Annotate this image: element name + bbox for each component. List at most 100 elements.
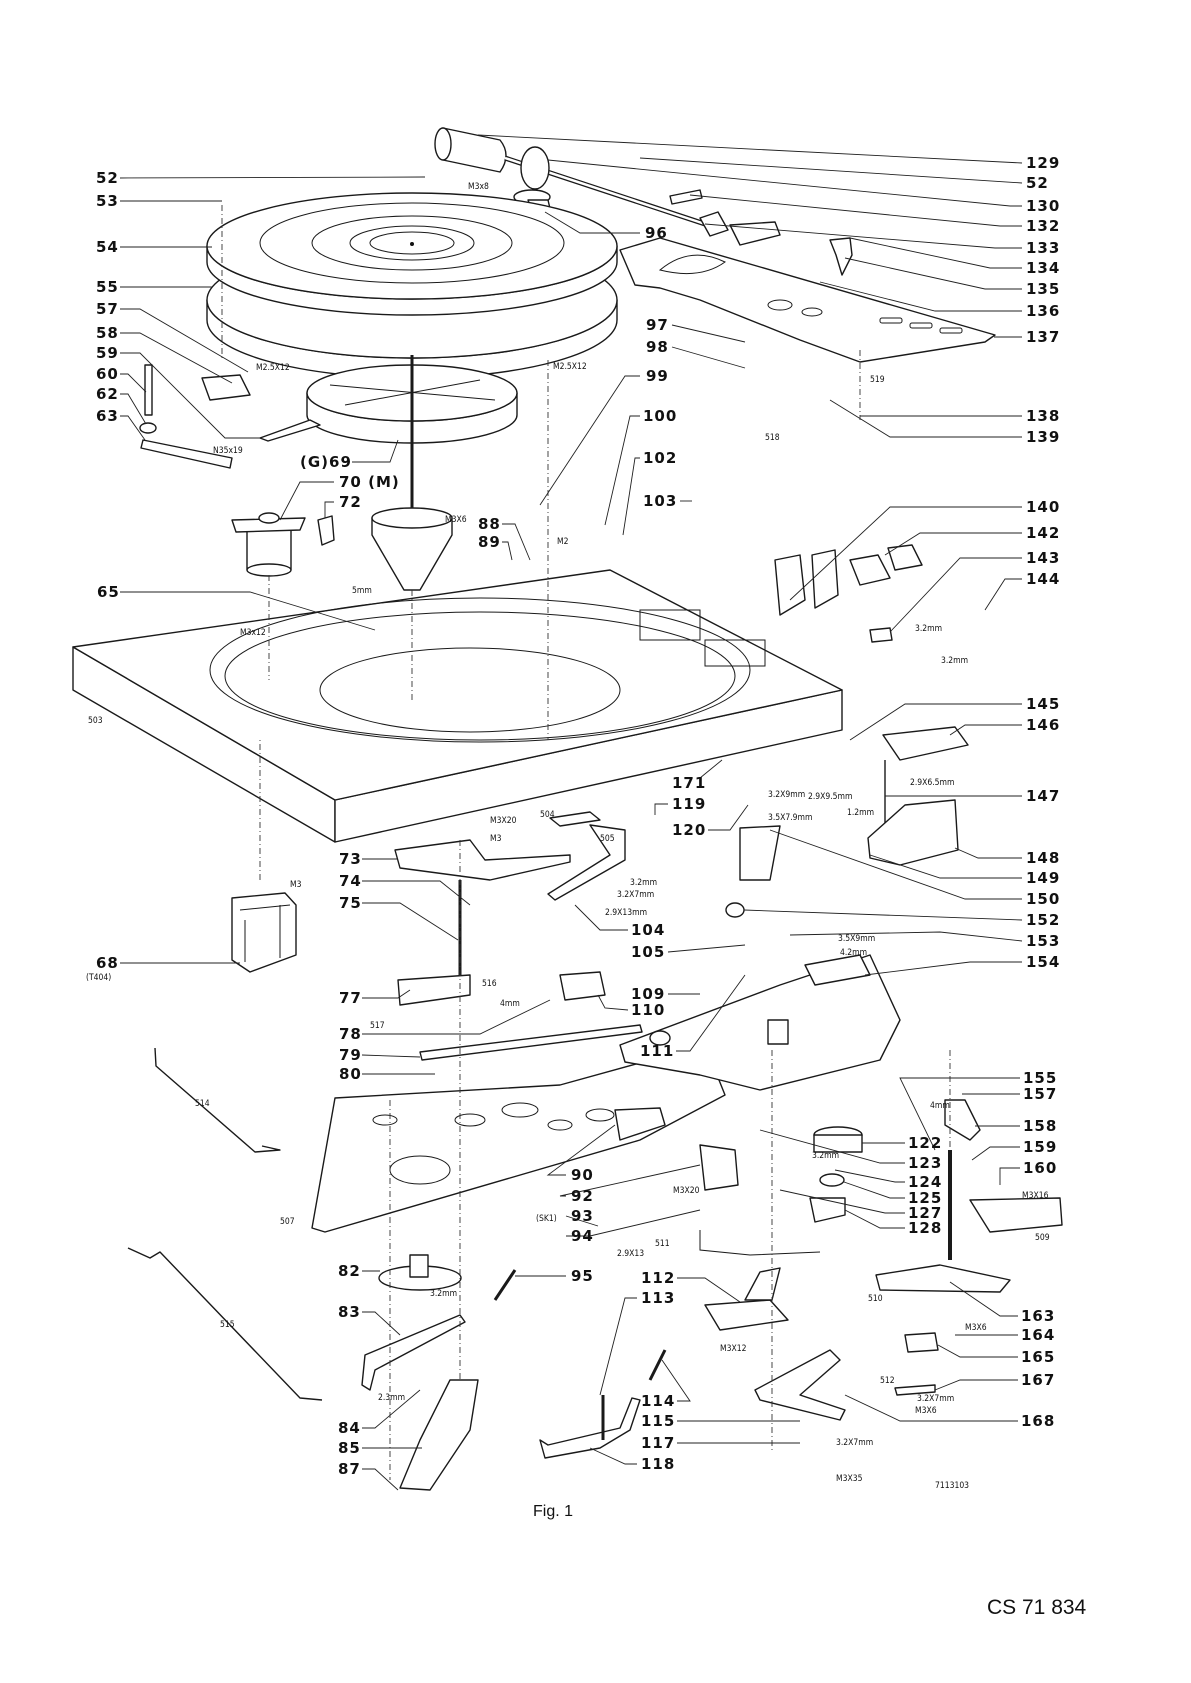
leader-line <box>819 281 1022 312</box>
leader-line <box>120 308 249 373</box>
mat-ring <box>259 202 565 284</box>
fastener-size-label: 3.5X9mm <box>838 934 875 944</box>
part-number-callout: 164 <box>1021 1326 1055 1344</box>
fastener-size-label: 503 <box>88 716 103 726</box>
headshell <box>699 211 729 237</box>
leader-line <box>565 1215 599 1227</box>
part-number-callout: 85 <box>338 1439 361 1457</box>
part-number-callout: 132 <box>1026 217 1060 235</box>
part-number-callout: 77 <box>339 989 362 1007</box>
lever-110 <box>559 971 606 1001</box>
alignment-lines <box>221 205 951 1480</box>
sub-chassis-507 <box>311 1044 726 1233</box>
lift-arm-140 <box>774 554 806 616</box>
wire-511 <box>699 1230 821 1256</box>
fastener-size-label: M3X12 <box>720 1344 747 1354</box>
transformer <box>231 892 297 973</box>
fastener-size-label: 3.2mm <box>915 624 942 634</box>
leader-line <box>789 931 1023 942</box>
part-number-callout: 98 <box>646 338 669 356</box>
part-number-callout: 75 <box>339 894 362 912</box>
leader-line <box>954 847 1022 859</box>
leader-line <box>361 1054 421 1058</box>
fastener-size-label: M3 <box>490 834 502 844</box>
lift-lever-150 <box>739 825 781 881</box>
part-number-callout: 154 <box>1026 953 1060 971</box>
leader-line <box>949 1281 1018 1317</box>
part-number-callout: (G)69 <box>300 453 352 471</box>
part-number-callout: 130 <box>1026 197 1060 215</box>
part-number-callout: 152 <box>1026 911 1060 929</box>
plinth <box>72 569 843 843</box>
leader-line <box>120 393 147 425</box>
part-number-callout: 93 <box>571 1207 594 1225</box>
leader-line <box>671 324 746 343</box>
part-number-callout: 163 <box>1021 1307 1055 1325</box>
leader-line <box>120 373 147 393</box>
clip-143 <box>869 627 893 643</box>
arm-board-plate <box>619 237 996 363</box>
part-number-callout: 105 <box>631 943 665 961</box>
part-number-callout: 109 <box>631 985 665 1003</box>
bearing-cone <box>371 517 453 591</box>
fastener-size-label: 518 <box>765 433 780 443</box>
leader-line <box>849 237 1022 269</box>
leader-line <box>362 999 551 1035</box>
fastener-size-label: 512 <box>880 1376 895 1386</box>
wire-514 <box>154 1047 281 1153</box>
leader-line <box>677 1277 741 1303</box>
fastener-size-label: 2.9X13 <box>617 1249 644 1259</box>
leader-line <box>884 532 1022 556</box>
fastener-size-label: (SK1) <box>536 1214 557 1224</box>
leader-line <box>934 1379 1018 1391</box>
leader-line <box>597 994 629 1011</box>
leader-line <box>999 1167 1020 1185</box>
part-number-callout: 80 <box>339 1065 362 1083</box>
lever-83 <box>361 1314 466 1391</box>
part-number-callout: 123 <box>908 1154 942 1172</box>
part-number-callout: 63 <box>96 407 119 425</box>
leader-line <box>362 880 471 906</box>
leader-line <box>502 523 531 561</box>
leader-line <box>769 829 1022 900</box>
part-number-callout: 127 <box>908 1204 942 1222</box>
part-number-callout: 124 <box>908 1173 942 1191</box>
fastener-size-label: 510 <box>868 1294 883 1304</box>
fastener-size-label: M3X16 <box>1022 1191 1049 1201</box>
cam-hub <box>409 1254 429 1278</box>
part-number-callout: 160 <box>1023 1159 1057 1177</box>
part-number-callout: 171 <box>672 774 706 792</box>
slide-bar-79 <box>419 1024 643 1061</box>
lever-90 <box>614 1107 666 1141</box>
part-number-callout: 72 <box>339 493 362 511</box>
part-number-callout: 100 <box>643 407 677 425</box>
fastener-size-label: 515 <box>220 1320 235 1330</box>
drive-belt <box>259 419 321 442</box>
lever-165 <box>904 1332 939 1353</box>
part-number-callout: 111 <box>640 1042 674 1060</box>
leader-line <box>667 944 746 953</box>
part-number-callout: 142 <box>1026 524 1060 542</box>
bracket-92 <box>699 1144 739 1191</box>
spring-95 <box>493 1269 517 1301</box>
part-number-callout: 99 <box>646 367 669 385</box>
leader-line <box>574 904 628 931</box>
fastener-size-label: 3.2X9mm <box>768 790 805 800</box>
leader-line <box>352 439 399 463</box>
fastener-size-label: M3x12 <box>240 628 266 638</box>
leader-line <box>844 1209 905 1229</box>
part-number-callout: 58 <box>96 324 119 342</box>
leader-line <box>844 257 1022 290</box>
fastener-size-label: 516 <box>482 979 497 989</box>
part-number-callout: 113 <box>641 1289 675 1307</box>
part-number-callout: 95 <box>571 1267 594 1285</box>
leader-line <box>654 803 668 815</box>
leader-lines <box>119 134 1023 1491</box>
bushing-111 <box>649 1030 671 1046</box>
leader-line <box>789 506 1022 601</box>
part-number-callout: 138 <box>1026 407 1060 425</box>
part-number-callout: 147 <box>1026 787 1060 805</box>
knob-62 <box>139 422 157 434</box>
